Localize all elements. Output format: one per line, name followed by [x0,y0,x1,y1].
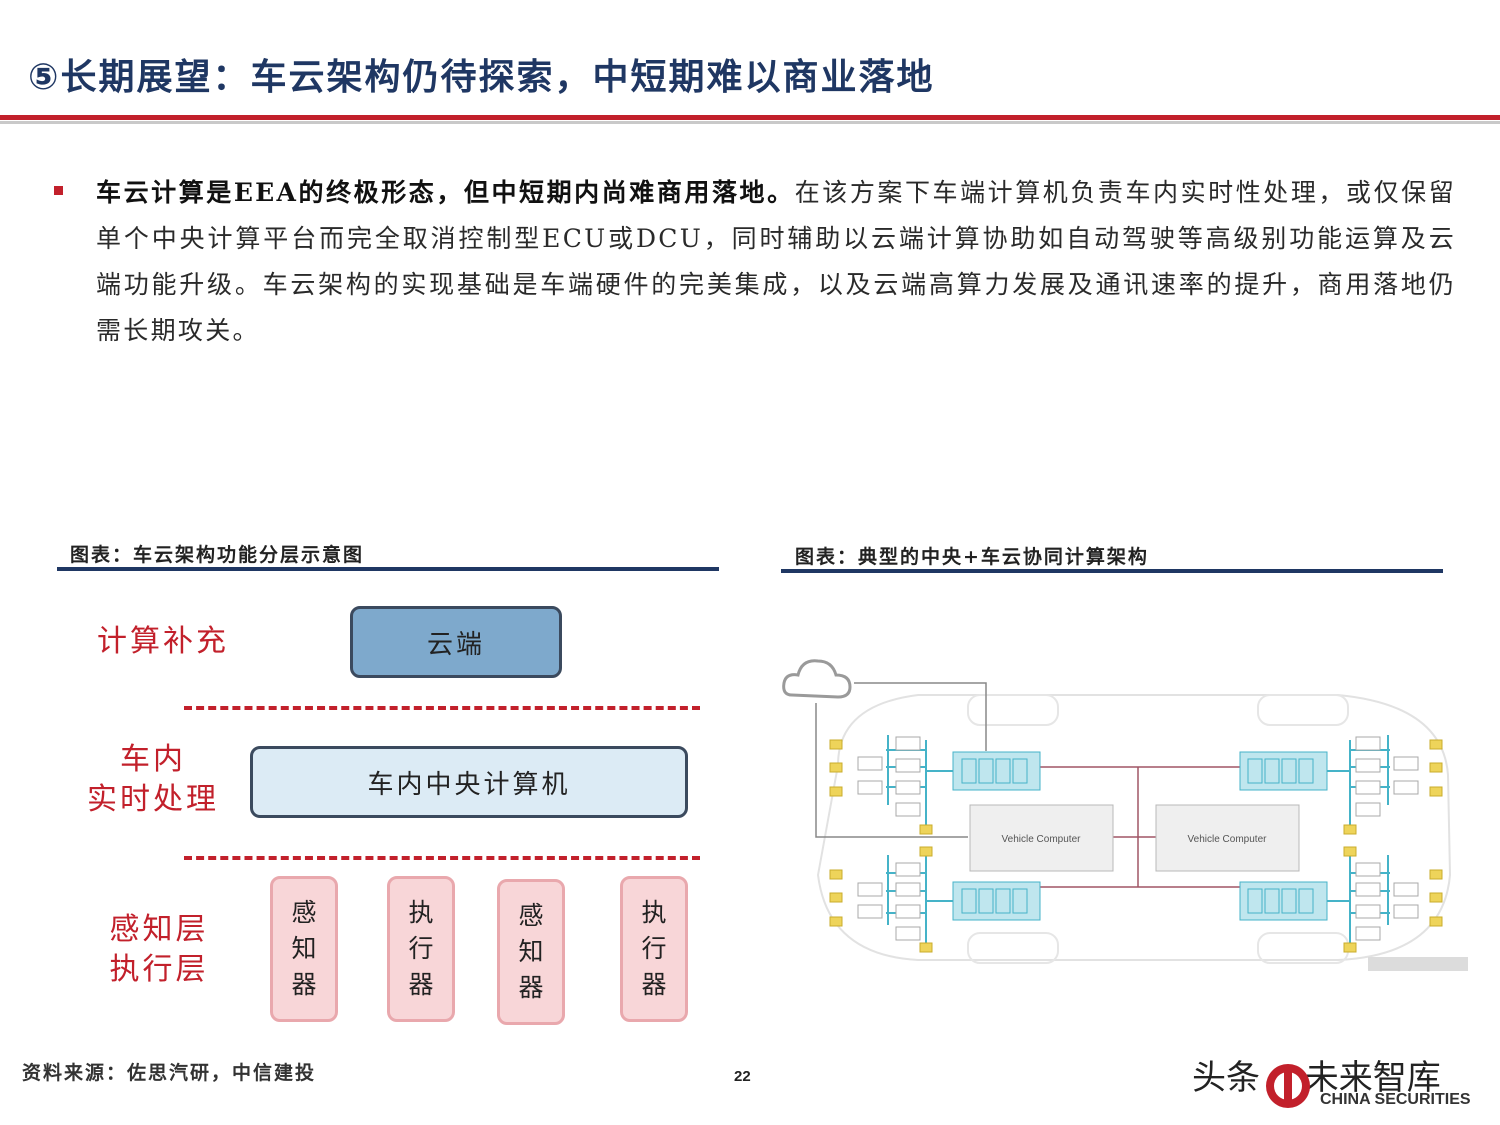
blurred-watermark [1368,957,1468,971]
watermark-text: 头条 @未来智库 [1192,1058,1441,1098]
cloud-link [854,682,987,751]
figure-left-caption: 图表：车云架构功能分层示意图 [70,544,365,566]
car-outline [816,694,1452,961]
device-actuator-1: 执 行 器 [387,876,455,1022]
device-char: 器 [518,973,544,1002]
title-divider-grey [0,121,1500,124]
figure-right-caption: 图表：典型的中央+车云协同计算架构 [795,546,1149,568]
zone-controller [952,751,1041,791]
device-char: 器 [641,970,667,999]
device-char: 感 [518,901,544,930]
device-sensor-1: 感 知 器 [270,876,338,1022]
body-paragraph: 车云计算是EEA的终极形态，但中短期内尚难商用落地。在该方案下车端计算机负责车内… [96,170,1456,354]
device-actuator-2: 执 行 器 [620,876,688,1022]
zone-controller [952,881,1041,921]
figure-right-rule [781,569,1443,573]
figure-left-rule [57,567,719,571]
vehicle-computer-label-right: Vehicle Computer [1188,834,1268,845]
source-note: 资料来源：佐思汽研，中信建投 [22,1062,317,1084]
actuator-connectors [829,739,1443,953]
device-char: 知 [518,937,544,966]
car-wheel [1257,694,1349,726]
cloud-box: 云端 [350,606,562,678]
device-char: 执 [641,898,667,927]
layer-label-in-vehicle-line2: 实时处理 [87,782,219,817]
car-wheel [967,694,1059,726]
vehicle-computer-left [969,804,1114,872]
ecu-boxes-right [1355,736,1419,941]
device-char: 知 [291,934,317,963]
cloud-link [815,703,968,838]
page-number: 22 [734,1068,751,1085]
central-computer-box: 车内中央计算机 [250,746,688,818]
network-bus [1040,766,1240,888]
vehicle-computer-label-left: Vehicle Computer [1002,834,1082,845]
device-sensor-2: 感 知 器 [497,879,565,1025]
device-char: 行 [641,934,667,963]
layer-label-perception-line1: 感知层 [109,912,209,947]
title-divider-red [0,115,1500,120]
cloud-icon [782,659,852,699]
zone-controller [1239,881,1328,921]
body-text: 在该方案下车端计算机负责车内实时性处理，或仅保留单个中央计算平台而完全取消控制型… [96,178,1456,345]
china-securities-logo-icon [1266,1064,1310,1108]
vehicle-computer-right [1155,804,1300,872]
vehicle-architecture-diagram: Vehicle Computer Vehicle Computer [782,659,1468,971]
device-char: 行 [408,934,434,963]
device-char: 器 [408,970,434,999]
layer-label-in-vehicle-line1: 车内 [120,742,186,777]
page-title: ⑤长期展望：车云架构仍待探索，中短期难以商业落地 [28,57,935,98]
car-wheel [967,932,1059,964]
device-char: 器 [291,970,317,999]
layer-label-perception-line2: 执行层 [109,952,209,987]
bullet-marker [54,186,63,195]
ecu-boxes-left [857,736,921,941]
device-char: 感 [291,898,317,927]
brand-name: CHINA SECURITIES [1320,1091,1471,1108]
layer-label-compute: 计算补充 [97,624,229,659]
car-wheel [1257,932,1349,964]
layer-label-perception: 感知层 执行层 [84,910,234,990]
zone-controller [1239,751,1328,791]
device-char: 执 [408,898,434,927]
body-lead: 车云计算是EEA的终极形态，但中短期内尚难商用落地。 [96,178,795,207]
layer-divider-1 [184,706,700,710]
layer-label-in-vehicle: 车内 实时处理 [78,740,228,820]
layer-divider-2 [184,856,700,860]
